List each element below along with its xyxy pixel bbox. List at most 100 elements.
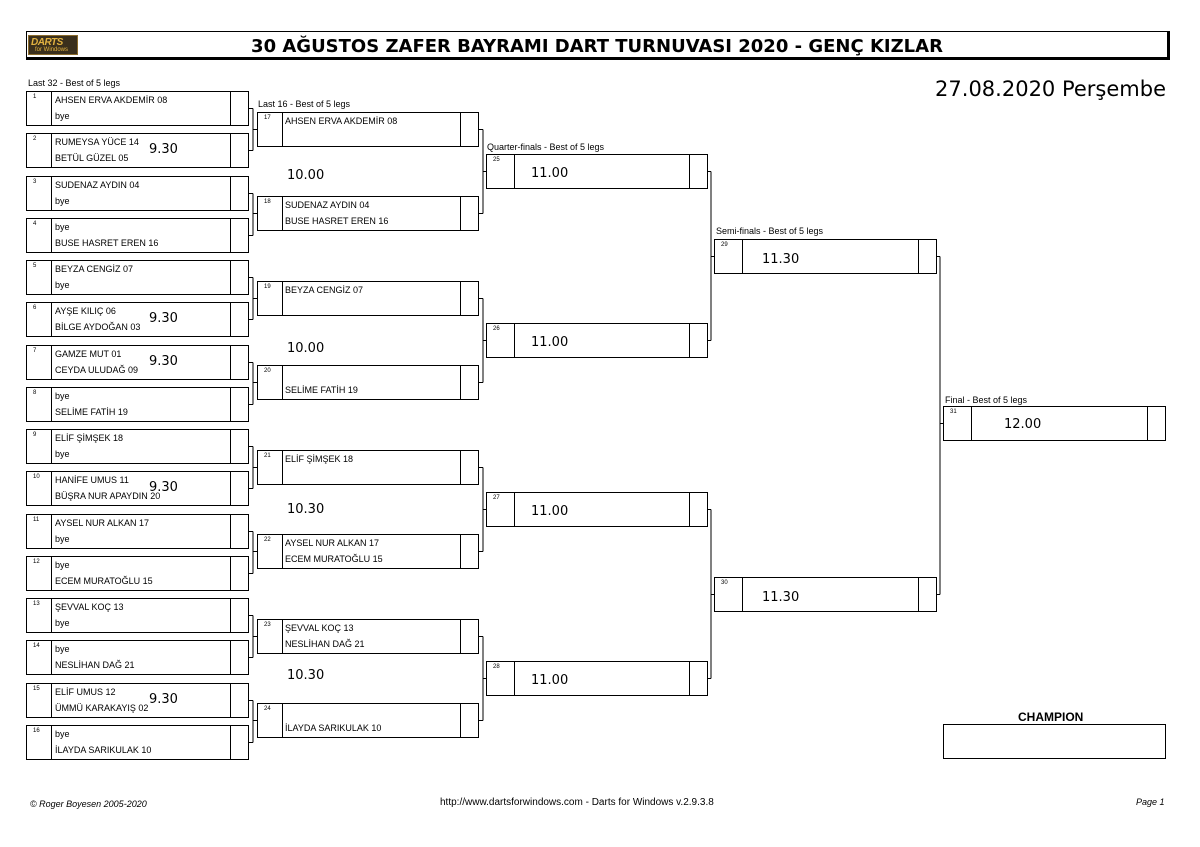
player-1-name: SUDENAZ AYDIN 04: [285, 200, 370, 210]
match-number-divider: [51, 472, 52, 505]
match-number: 18: [264, 199, 271, 205]
player-1-name: bye: [55, 644, 70, 654]
match-number: 25: [493, 157, 500, 163]
legs-divider: [230, 92, 231, 125]
match-number: 14: [33, 643, 40, 649]
legs-divider: [1147, 407, 1148, 440]
header-bar: DARTS for Windows 30 AĞUSTOS ZAFER BAYRA…: [26, 31, 1170, 60]
match-number: 11: [33, 517, 40, 523]
player-2-name: SELİME FATİH 19: [285, 385, 358, 395]
match-number: 26: [493, 326, 500, 332]
match-number: 5: [33, 263, 37, 269]
match-number: 27: [493, 495, 500, 501]
player-1-name: bye: [55, 391, 70, 401]
match-number: 12: [33, 559, 40, 565]
player-1-name: AYSEL NUR ALKAN 17: [285, 538, 380, 548]
match-number-divider: [51, 177, 52, 210]
match-number-divider: [51, 641, 52, 674]
match-number-divider: [282, 535, 283, 568]
round-label-quarterfinals: Quarter-finals - Best of 5 legs: [487, 142, 605, 152]
player-2-name: BETÜL GÜZEL 05: [55, 153, 129, 163]
match-number-divider: [51, 134, 52, 167]
match-time: 11.30: [762, 252, 800, 267]
player-1-name: ŞEVVAL KOÇ 13: [55, 602, 124, 612]
footer-copyright: © Roger Boyesen 2005-2020: [30, 799, 147, 809]
page-title: 30 AĞUSTOS ZAFER BAYRAMI DART TURNUVASI …: [251, 36, 943, 57]
legs-divider: [230, 472, 231, 505]
match-number: 16: [33, 728, 40, 734]
darts-logo: DARTS for Windows: [28, 35, 78, 55]
legs-divider: [460, 197, 461, 230]
player-1-name: ELİF ŞİMŞEK 18: [285, 454, 354, 464]
player-1-name: bye: [55, 729, 70, 739]
player-1-name: GAMZE MUT 01: [55, 349, 122, 359]
player-1-name: bye: [55, 222, 70, 232]
legs-divider: [230, 515, 231, 548]
legs-divider: [230, 303, 231, 336]
player-2-name: ECEM MURATOĞLU 15: [55, 576, 153, 586]
match-number-divider: [514, 155, 515, 188]
match-number: 7: [33, 348, 37, 354]
match-number-divider: [51, 388, 52, 421]
footer-website: http://www.dartsforwindows.com - Darts f…: [440, 797, 714, 808]
match-box-sf: 29 11.30: [714, 239, 937, 274]
match-time: 11.00: [531, 673, 569, 688]
match-number: 17: [264, 115, 271, 121]
match-number: 19: [264, 284, 271, 290]
round-label-last16: Last 16 - Best of 5 legs: [258, 99, 351, 109]
match-number-divider: [282, 197, 283, 230]
player-1-name: bye: [55, 560, 70, 570]
match-number: 1: [33, 94, 37, 100]
legs-divider: [689, 324, 690, 357]
match-time: 12.00: [1004, 417, 1042, 432]
player-1-name: ELİF ŞİMŞEK 18: [55, 433, 124, 443]
player-2-name: SELİME FATİH 19: [55, 407, 128, 417]
match-number-divider: [51, 684, 52, 717]
match-number: 29: [721, 242, 728, 248]
legs-divider: [460, 451, 461, 484]
match-number-divider: [51, 219, 52, 252]
logo-text: DARTS: [31, 37, 63, 48]
player-2-name: BUSE HASRET EREN 16: [285, 216, 389, 226]
footer-page-number: Page 1: [1136, 797, 1165, 807]
match-box-r16: 18 SUDENAZ AYDIN 04 BUSE HASRET EREN 16: [257, 196, 479, 231]
match-number-divider: [282, 366, 283, 399]
match-number: 30: [721, 580, 728, 586]
legs-divider: [230, 557, 231, 590]
match-number-divider: [282, 451, 283, 484]
match-number: 3: [33, 179, 37, 185]
player-1-name: RUMEYSA YÜCE 14: [55, 137, 139, 147]
champion-box: [943, 724, 1166, 759]
legs-divider: [230, 726, 231, 759]
event-date: 27.08.2020 Perşembe: [935, 77, 1166, 101]
player-2-name: bye: [55, 111, 70, 121]
player-1-name: BEYZA CENGİZ 07: [55, 264, 134, 274]
round-label-last32: Last 32 - Best of 5 legs: [28, 78, 121, 88]
match-number: 28: [493, 664, 500, 670]
match-number: 24: [264, 706, 271, 712]
match-number: 10: [33, 474, 40, 480]
match-number-divider: [51, 92, 52, 125]
player-2-name: bye: [55, 196, 70, 206]
match-time: 9.30: [149, 311, 178, 326]
player-2-name: BÜŞRA NUR APAYDIN 20: [55, 491, 161, 501]
player-2-name: BİLGE AYDOĞAN 03: [55, 322, 141, 332]
player-2-name: CEYDA ULUDAĞ 09: [55, 365, 139, 375]
match-number-divider: [514, 493, 515, 526]
player-2-name: NESLİHAN DAĞ 21: [285, 639, 365, 649]
